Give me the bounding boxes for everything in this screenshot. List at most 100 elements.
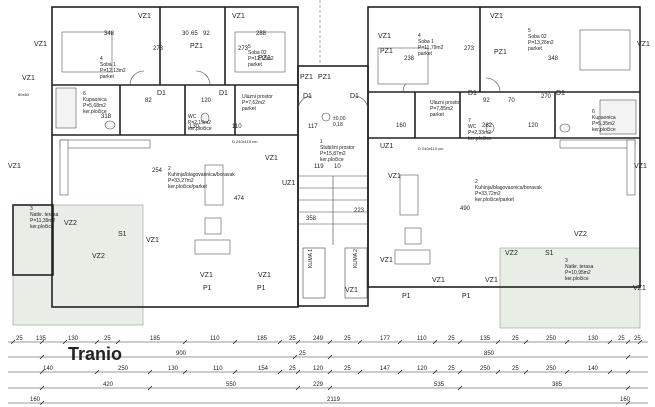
- opening-label: VZ1: [378, 33, 391, 40]
- dimension-label: 130: [68, 336, 79, 342]
- room-floor: ker.pločice: [83, 109, 107, 115]
- dimension-tick: [39, 354, 45, 360]
- dimension-tick: [115, 339, 121, 345]
- opening-label: VZ1: [380, 257, 393, 264]
- room-area: P=12,13m2: [248, 56, 274, 62]
- level-marker-sub: 0,18: [333, 122, 343, 128]
- dimension-label: 147: [380, 366, 391, 372]
- dimension-tick: [232, 369, 238, 375]
- inner-dimension: 92: [203, 31, 210, 37]
- room-floor: ker.pločice: [565, 276, 589, 282]
- dimension-label: 250: [480, 366, 491, 372]
- room-number: 4: [418, 33, 421, 39]
- dimension-tick: [277, 339, 283, 345]
- inner-dimension: 318: [101, 114, 112, 120]
- dimension-tick: [147, 369, 153, 375]
- dimension-label: 110: [210, 336, 220, 342]
- dimension-tick: [182, 369, 188, 375]
- dimension-tick: [10, 339, 16, 345]
- dimension-label: 140: [588, 366, 599, 372]
- opening-label: VZ1: [8, 163, 21, 170]
- left-terrace-ground: [12, 204, 144, 326]
- opening-label: D1: [350, 93, 359, 100]
- room-area: P=2,19m2: [188, 120, 211, 126]
- inner-dimension: 348: [104, 31, 115, 37]
- right-unit-walls: [367, 6, 641, 288]
- inner-dimension: 119: [314, 164, 324, 170]
- dimension-tick: [457, 385, 463, 391]
- room-area: P=15,87m2: [320, 151, 346, 157]
- dimension-label: 185: [257, 336, 268, 342]
- room-name: Ulazni prostor: [430, 100, 461, 106]
- opening-label: VZ1: [345, 287, 358, 294]
- room-number: 2: [475, 179, 478, 185]
- dimension-tick: [277, 369, 283, 375]
- opening-label: PZ1: [258, 55, 271, 62]
- room-area: P=33,72m2: [475, 191, 501, 197]
- dimension-label: 110: [417, 336, 427, 342]
- dimension-tick: [39, 400, 45, 406]
- dimension-label: 110: [213, 366, 223, 372]
- room-name: Soba 02: [528, 34, 547, 40]
- dimension-tick: [625, 339, 631, 345]
- room-number: 4: [100, 56, 103, 62]
- room-name: Natkr. terasa: [30, 212, 59, 218]
- dimension-label: 185: [150, 336, 161, 342]
- dimension-label: 25: [618, 336, 625, 342]
- inner-dimension: 130: [189, 124, 200, 130]
- dimension-label: 25: [634, 336, 641, 342]
- room-area: P=7,62m2: [242, 100, 265, 106]
- dimension-label: 25: [289, 366, 296, 372]
- room-floor: ker.pločice: [188, 126, 212, 132]
- dimension-tick: [327, 369, 333, 375]
- room-floor: parket: [418, 51, 433, 57]
- opening-label: P1: [462, 293, 471, 300]
- room-area: P=12,13m2: [100, 68, 126, 74]
- dimension-tick: [232, 339, 238, 345]
- room-number: 6: [83, 91, 86, 97]
- right-terrace-ground: [499, 247, 641, 329]
- dimension-tick: [523, 369, 529, 375]
- inner-dimension: 273: [238, 46, 249, 52]
- opening-label: VZ2: [574, 231, 587, 238]
- bathroom-fixtures: [55, 87, 637, 135]
- opening-label: VZ1: [258, 272, 271, 279]
- dimension-label: 135: [480, 336, 491, 342]
- opening-label: VZ1: [34, 41, 47, 48]
- room-floor: parket: [248, 62, 263, 68]
- opening-label: P1: [203, 285, 212, 292]
- level-marker-circle: [321, 112, 331, 122]
- opening-label: VZ2: [92, 253, 105, 260]
- dimension-tick: [625, 354, 631, 360]
- room-number: 7: [468, 118, 471, 124]
- room-number: 5: [528, 28, 531, 34]
- room-left-kuhinja: 2Kuhinja/blagovaonica/boravakP=33,27m2ke…: [168, 166, 235, 190]
- room-area: P=5,35m2: [592, 121, 615, 127]
- dimension-label: 900: [176, 351, 187, 357]
- dimension-label: 120: [313, 366, 324, 372]
- opening-label: S1: [118, 231, 127, 238]
- dimension-tick: [523, 339, 529, 345]
- room-area: P=5,68m2: [83, 103, 106, 109]
- dimension-tick: [564, 339, 570, 345]
- opening-label: VZ1: [388, 173, 401, 180]
- room-floor: ker.pločice/parket: [168, 184, 208, 190]
- opening-label: VZ2: [64, 220, 77, 227]
- room-name: Stubišni prostor: [320, 145, 355, 151]
- room-name: Natkr. terasa: [565, 264, 594, 270]
- dimension-tick: [625, 369, 631, 375]
- dimension-tick: [94, 369, 100, 375]
- opening-label: PZ1: [318, 74, 331, 81]
- dimension-label: 420: [103, 382, 114, 388]
- opening-label: P1: [257, 285, 266, 292]
- opening-label: VZ1: [637, 41, 650, 48]
- opening-label: VZ1: [490, 13, 503, 20]
